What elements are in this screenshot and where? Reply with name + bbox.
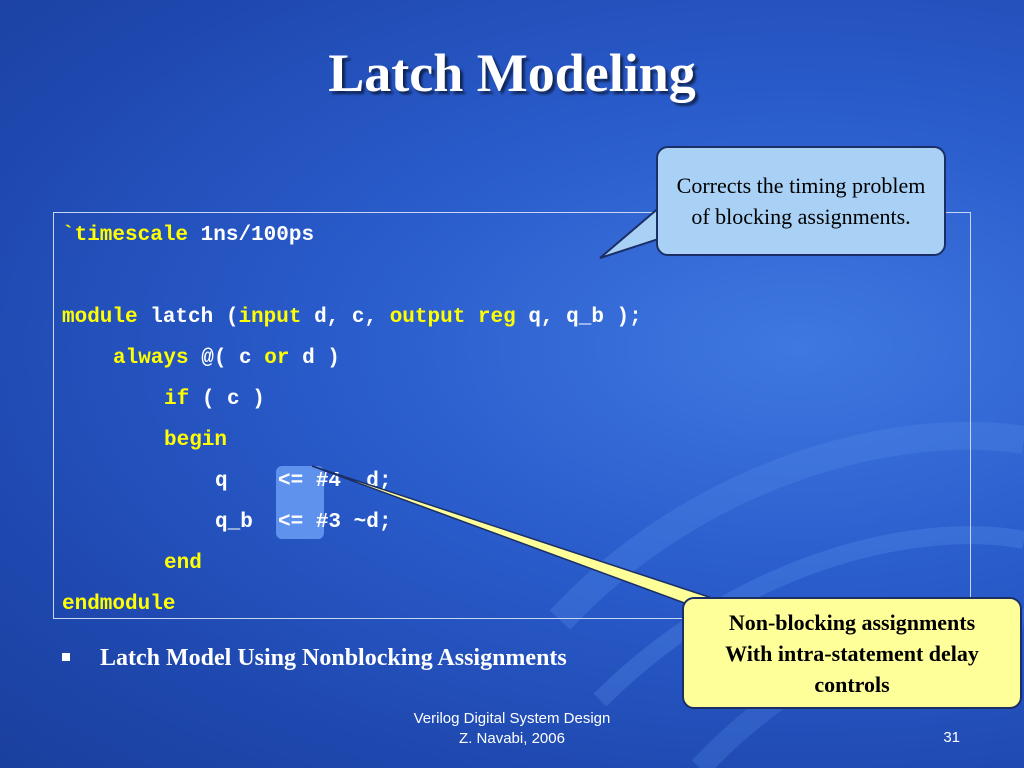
nonblocking-callout-line1: Non-blocking assignments [728,609,976,635]
code-keyword: if [164,388,190,411]
nonblocking-callout: Non-blocking assignments With intra-stat… [682,597,1022,709]
code-line-if: if ( c ) [164,387,265,413]
blocking-callout: Corrects the timing problem of blocking … [656,146,946,256]
slide-title: Latch Modeling [328,43,696,103]
code-line-module: module latch (input d, c, output reg q, … [62,305,642,331]
code-line-timescale: `timescale 1ns/100ps [62,223,314,249]
code-keyword: always [113,347,189,370]
nonblocking-callout-line2: With intra-statement delay controls [725,640,979,697]
code-text: q <= #4 d; [215,470,392,493]
code-keyword: begin [164,429,228,452]
code-keyword: `timescale [62,224,189,247]
code-text: q, q_b ); [515,306,642,329]
code-text: q_b <= #3 ~d; [215,511,392,534]
code-line-begin: begin [164,428,227,454]
code-text: d ) [289,347,340,370]
code-line-endmodule: endmodule [62,592,175,618]
code-line-qb-assign: q_b <= #3 ~d; [215,510,391,536]
bullet-square-icon [62,653,70,661]
footer: Verilog Digital System Design Z. Navabi,… [362,709,662,749]
code-line-q-assign: q <= #4 d; [215,469,391,495]
code-keyword: input [238,306,302,329]
code-text: ( c ) [189,388,265,411]
bullet-text: Latch Model Using Nonblocking Assignment… [100,645,567,671]
code-text: 1ns/100ps [188,224,315,247]
code-keyword: end [164,552,202,575]
footer-author: Z. Navabi, 2006 [459,730,565,747]
code-line-end: end [164,551,202,577]
code-text: @( c [188,347,265,370]
code-keyword: output reg [389,306,516,329]
code-keyword: endmodule [62,593,176,616]
code-block [53,212,971,619]
code-text: latch ( [137,306,239,329]
code-line-always: always @( c or d ) [113,346,340,372]
footer-course: Verilog Digital System Design [413,710,611,727]
page-number: 31 [943,729,960,746]
code-text: d, c, [301,306,390,329]
code-keyword: module [62,306,138,329]
code-keyword: or [264,347,290,370]
